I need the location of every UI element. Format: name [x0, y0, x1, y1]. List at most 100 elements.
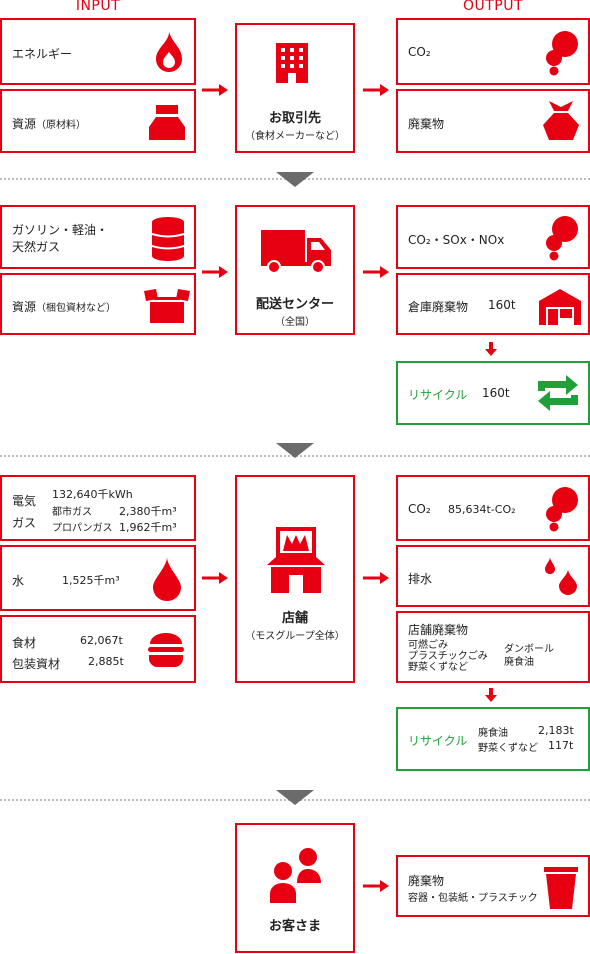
input-fuel-label: ガソリン・軽油・天然ガス	[12, 222, 108, 256]
input-energy-label: エネルギー	[12, 47, 73, 61]
city-gas-label: 都市ガス	[52, 507, 92, 518]
arrow-right-icon	[363, 84, 389, 96]
input-header: INPUT	[75, 0, 121, 14]
input-energy-box: エネルギー	[0, 18, 196, 85]
waste-burnable: 可燃ごみ	[408, 640, 448, 651]
recycle-label: リサイクル	[408, 388, 468, 402]
bag-icon	[149, 105, 185, 140]
cup-icon	[544, 867, 578, 909]
building-icon	[276, 43, 308, 83]
arrow-right-icon	[363, 572, 389, 584]
output-co2-label: CO₂	[408, 45, 431, 59]
recycle-store-box: リサイクル 廃食油 2,183t 野菜くずなど 117t	[396, 707, 590, 771]
supplier-title: お取引先	[268, 111, 321, 126]
store-icon	[267, 527, 325, 593]
packaging-material-value: 2,885t	[88, 655, 124, 668]
store-co2-label: CO₂	[408, 502, 431, 516]
water-drop-icon	[153, 557, 181, 601]
co2-cloud-icon	[546, 216, 578, 261]
store-waste-title: 店舗廃棄物	[408, 623, 469, 637]
down-arrow-icon	[276, 790, 314, 805]
arrow-down-icon	[485, 688, 497, 702]
food-value: 62,067t	[80, 634, 123, 647]
warehouse-waste-label: 倉庫廃棄物	[408, 300, 469, 314]
co2-cloud-icon	[546, 487, 578, 532]
water-value: 1,525千m³	[62, 574, 120, 587]
co2-cloud-icon	[546, 31, 578, 76]
output-store-co2-box: CO₂ 85,634t-CO₂	[396, 475, 590, 541]
box-icon	[144, 289, 190, 323]
input-energy-store-box: 電気 ガス 132,640千kWh 都市ガス 2,380千m³ プロパンガス 1…	[0, 475, 196, 541]
packaging-material-label: 包装資材	[12, 657, 61, 671]
store-waste-right: ダンボール 廃食油	[504, 643, 554, 669]
distribution-subtitle: （全国）	[275, 317, 315, 328]
distribution-title: 配送センター	[255, 297, 334, 312]
packaging-main: 資源	[12, 300, 37, 314]
output-store-waste-box: 店舗廃棄物 可燃ごみ プラスチックごみ 野菜くずなど ダンボール 廃食油	[396, 611, 590, 683]
store-title: 店舗	[281, 611, 308, 626]
down-arrow-icon	[276, 172, 314, 187]
customer-waste-subtitle: 容器・包装紙・プラスチック	[408, 893, 538, 904]
drain-drops-icon	[545, 557, 577, 595]
arrow-down-icon	[485, 342, 497, 356]
waste-vegetable: 野菜くずなど	[408, 662, 468, 673]
propane-label: プロパンガス	[52, 523, 113, 534]
resource-main: 資源	[12, 117, 37, 131]
gas-label: ガス	[12, 516, 37, 530]
center-customer-box: お客さま	[235, 823, 355, 953]
customers-icon	[270, 848, 321, 903]
waste-plastic: プラスチックごみ	[408, 651, 488, 662]
output-header: OUTPUT	[462, 0, 524, 14]
recycle-veg-label: 野菜くずなど	[478, 743, 538, 754]
down-arrow-icon	[276, 443, 314, 458]
input-packaging-label: 資源（梱包資材など）	[12, 298, 116, 315]
output-warehouse-waste-box: 倉庫廃棄物 160t	[396, 273, 590, 335]
water-label: 水	[12, 574, 25, 588]
recycle-value: 160t	[482, 386, 510, 400]
oil-drum-icon	[152, 217, 184, 261]
garbage-bag-icon	[543, 101, 579, 140]
flame-icon	[156, 32, 182, 72]
input-packaging-box: 資源（梱包資材など）	[0, 273, 196, 335]
truck-icon	[261, 230, 331, 274]
arrow-right-icon	[202, 266, 228, 278]
customer-waste-title: 廃棄物	[408, 874, 445, 888]
output-emissions-label: CO₂・SOx・NOx	[408, 233, 505, 247]
electricity-value: 132,640千kWh	[52, 488, 133, 501]
drainage-label: 排水	[408, 572, 433, 586]
city-gas-value: 2,380千m³	[119, 505, 177, 518]
recycle-icon	[538, 375, 578, 411]
store-recycle-label: リサイクル	[408, 734, 468, 748]
waste-oil: 廃食油	[504, 657, 534, 668]
input-resource-label: 資源（原材料）	[12, 115, 86, 132]
center-supplier-box: お取引先 （食材メーカーなど）	[235, 23, 355, 153]
store-waste-left: 可燃ごみ プラスチックごみ 野菜くずなど	[408, 640, 488, 673]
store-co2-value: 85,634t-CO₂	[448, 503, 516, 516]
arrow-right-icon	[363, 266, 389, 278]
output-waste-box: 廃棄物	[396, 89, 590, 153]
warehouse-icon	[539, 289, 581, 325]
arrow-right-icon	[202, 572, 228, 584]
store-subtitle: （モスグループ全体）	[245, 631, 345, 642]
output-co2-box: CO₂	[396, 18, 590, 85]
supplier-subtitle: （食材メーカーなど）	[245, 131, 345, 142]
center-store-box: 店舗 （モスグループ全体）	[235, 475, 355, 683]
fuel-line1: ガソリン・軽油・	[12, 223, 109, 237]
waste-cardboard: ダンボール	[504, 644, 554, 655]
output-customer-waste-box: 廃棄物 容器・包装紙・プラスチック	[396, 855, 590, 917]
packaging-sub: （梱包資材など）	[36, 303, 117, 314]
food-label: 食材	[12, 636, 37, 650]
output-waste-label: 廃棄物	[408, 117, 445, 131]
output-emissions-box: CO₂・SOx・NOx	[396, 205, 590, 269]
output-drainage-box: 排水	[396, 545, 590, 607]
customer-title: お客さま	[268, 919, 321, 934]
recycle-warehouse-box: リサイクル 160t	[396, 361, 590, 425]
fuel-line2: 天然ガス	[12, 240, 61, 254]
recycle-oil-value: 2,183t	[538, 724, 574, 737]
input-fuel-box: ガソリン・軽油・天然ガス	[0, 205, 196, 269]
propane-value: 1,962千m³	[119, 521, 177, 534]
recycle-veg-value: 117t	[548, 739, 574, 752]
recycle-oil-label: 廃食油	[478, 728, 508, 739]
resource-sub: （原材料）	[36, 120, 87, 131]
electricity-label: 電気	[12, 494, 37, 508]
